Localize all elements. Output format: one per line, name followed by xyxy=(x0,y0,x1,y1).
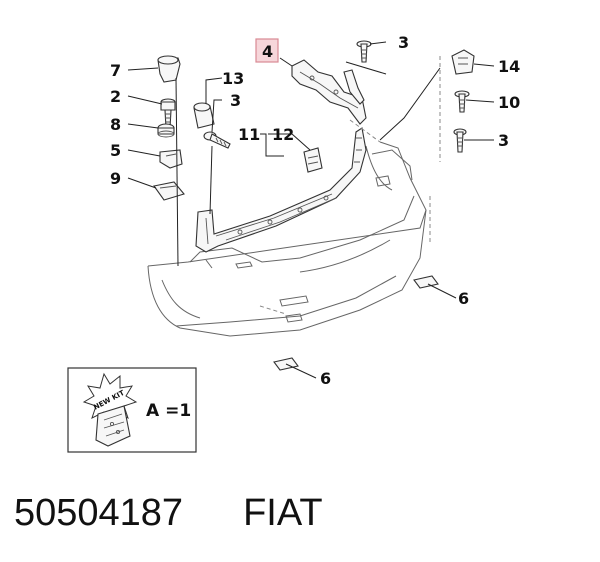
callout-10: 10 xyxy=(498,93,520,112)
retaining-clip xyxy=(303,147,323,173)
bushing-part-13 xyxy=(193,102,215,129)
pad-part-6-right xyxy=(413,275,439,289)
spacer-part-5 xyxy=(159,149,183,169)
callout-3-left: 3 xyxy=(230,91,241,110)
nut-part-8 xyxy=(157,123,175,138)
caption: 50504187 FIAT xyxy=(14,492,323,542)
plate-part-9 xyxy=(153,181,185,201)
kit-inset: NEW KIT A =1 xyxy=(67,367,197,453)
brand-name: FIAT xyxy=(243,492,323,534)
screw-part-3-left xyxy=(203,131,231,149)
callout-2: 2 xyxy=(110,87,121,106)
screw-part-3-top xyxy=(356,40,372,63)
clip-part-14 xyxy=(451,49,475,75)
callout-12: 12 xyxy=(272,125,294,144)
parts-diagram: 7 2 8 5 9 13 3 11 12 4 3 14 10 3 6 6 NEW… xyxy=(67,33,520,453)
callout-11: 11 xyxy=(238,125,260,144)
callout-3-right: 3 xyxy=(498,131,509,150)
kit-legend: A =1 xyxy=(146,401,191,421)
bumper-bracket xyxy=(291,59,367,125)
callout-9: 9 xyxy=(110,169,121,188)
clip-part-7 xyxy=(157,55,181,83)
callout-8: 8 xyxy=(110,115,121,134)
kit-bracket-icon xyxy=(95,405,131,447)
callout-7: 7 xyxy=(110,61,121,80)
rear-bumper-cover xyxy=(147,141,427,337)
bumper-reinforcement-beam xyxy=(195,127,367,253)
leader-lines xyxy=(127,41,495,379)
callout-13: 13 xyxy=(222,69,244,88)
callout-6-right: 6 xyxy=(458,289,469,308)
callout-6-bottom: 6 xyxy=(320,369,331,388)
callout-4: 4 xyxy=(262,42,273,61)
part-number: 50504187 xyxy=(14,492,184,534)
callout-14: 14 xyxy=(498,57,520,76)
screw-part-3-right xyxy=(453,128,467,153)
screw-part-10 xyxy=(454,90,470,113)
callout-3-top: 3 xyxy=(398,33,409,52)
callout-4-highlight: 4 xyxy=(255,38,279,63)
callout-5: 5 xyxy=(110,141,121,160)
